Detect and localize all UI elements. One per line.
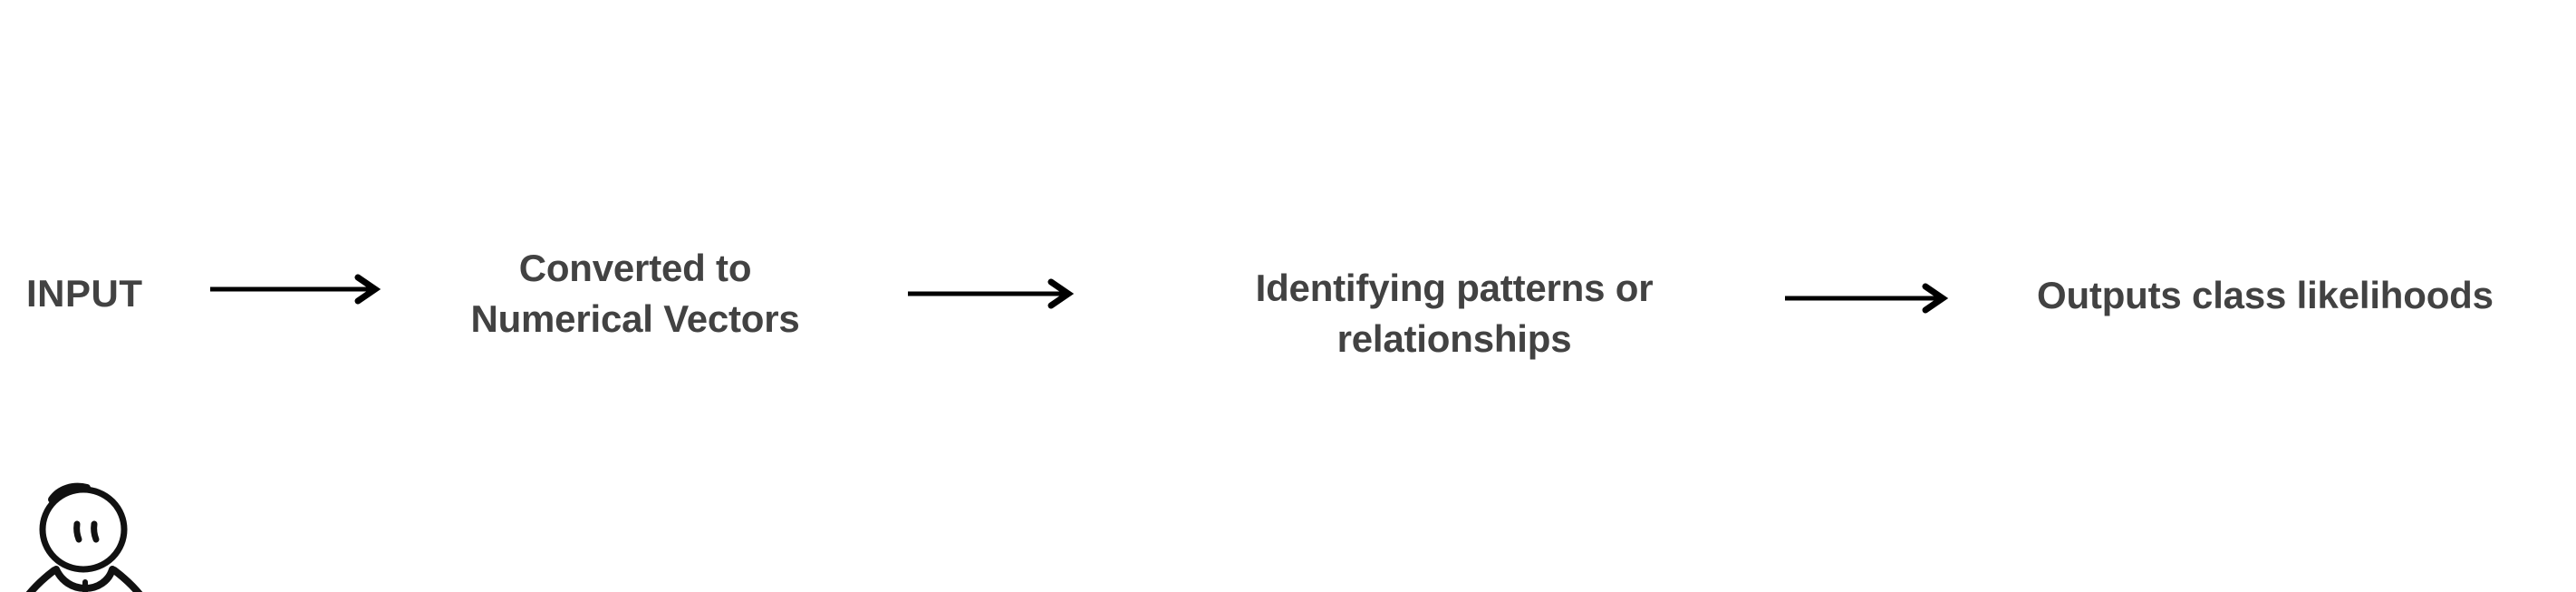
arrow-patterns-to-outputs bbox=[1785, 283, 1949, 314]
stage-label-input: INPUT bbox=[26, 272, 143, 315]
stage-line-1: Converted to bbox=[518, 247, 752, 289]
stage-label-outputs-class-likelihoods: Outputs class likelihoods bbox=[2037, 274, 2494, 316]
stage-line-2: relationships bbox=[1336, 317, 1572, 360]
arrow-vectors-to-patterns bbox=[908, 278, 1075, 309]
stage-line-2: Numerical Vectors bbox=[470, 297, 800, 340]
person-doodle-icon bbox=[25, 482, 143, 592]
person-doodle bbox=[16, 468, 179, 592]
stage-label-converted-to-numerical-vectors: Converted to Numerical Vectors bbox=[400, 243, 871, 345]
stage-line-1: Identifying patterns or bbox=[1255, 267, 1654, 309]
arrow-input-to-vectors bbox=[210, 274, 381, 305]
stage-label-identifying-patterns-or-relationships: Identifying patterns or relationships bbox=[1201, 263, 1708, 364]
